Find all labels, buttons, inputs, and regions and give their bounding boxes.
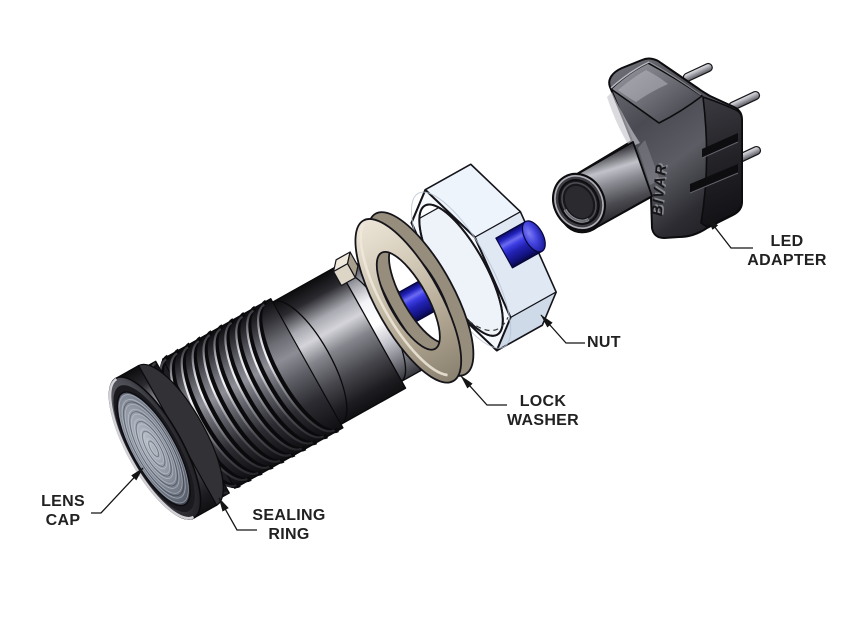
callout-line: CAP	[45, 512, 81, 529]
callout-line: LOCK	[519, 393, 567, 410]
adapter-top-highlight	[618, 70, 668, 102]
lens	[116, 391, 191, 507]
adapter-edge-highlight	[610, 61, 650, 89]
svg-text:BIVAR: BIVAR	[650, 161, 672, 215]
bivar-logo-text: BIVAR BIVAR	[649, 161, 672, 217]
callout-line: LED	[770, 233, 804, 250]
leader-led-adapter	[706, 216, 753, 249]
callout-nut: NUT	[587, 333, 667, 352]
leader-nut	[540, 314, 585, 344]
callout-line: RING	[268, 526, 310, 543]
adapter-slots	[689, 133, 739, 194]
callout-lens-cap: LENS CAP	[8, 492, 118, 530]
adapter-barrel-opening	[552, 172, 606, 232]
callout-lock-washer: LOCK WASHER	[488, 392, 598, 430]
callout-line: WASHER	[506, 412, 580, 429]
callout-line: NUT	[587, 334, 621, 351]
svg-text:BIVAR: BIVAR	[649, 162, 671, 216]
light-pipe-tip	[495, 220, 546, 269]
leader-lock-washer	[460, 375, 507, 406]
leader-lens-cap	[91, 467, 144, 514]
adapter-front-highlight	[607, 92, 640, 147]
lens-concentric-rings	[118, 394, 189, 504]
callout-line: LENS	[41, 493, 85, 510]
washer-front-face	[354, 218, 463, 384]
adapter-cone-shade	[638, 140, 660, 185]
callout-led-adapter: LED ADAPTER	[732, 232, 842, 270]
lock-washer-part	[332, 211, 475, 384]
lens-cap-part	[108, 363, 224, 520]
adapter-right-face	[700, 96, 743, 228]
leader-lines	[91, 216, 753, 531]
callout-line: SEALING	[252, 507, 326, 524]
washer-tab	[332, 251, 359, 287]
callout-sealing-ring: SEALING RING	[234, 506, 344, 544]
led-adapter-part: BIVAR BIVAR	[552, 57, 762, 239]
washer-highlight	[359, 223, 448, 377]
leader-sealing-ring	[218, 497, 257, 531]
indicator-body-part	[108, 260, 427, 520]
lens-ring-shadows	[117, 392, 190, 505]
adapter-edge-highlight	[648, 61, 702, 96]
callout-line: ADAPTER	[747, 252, 827, 269]
